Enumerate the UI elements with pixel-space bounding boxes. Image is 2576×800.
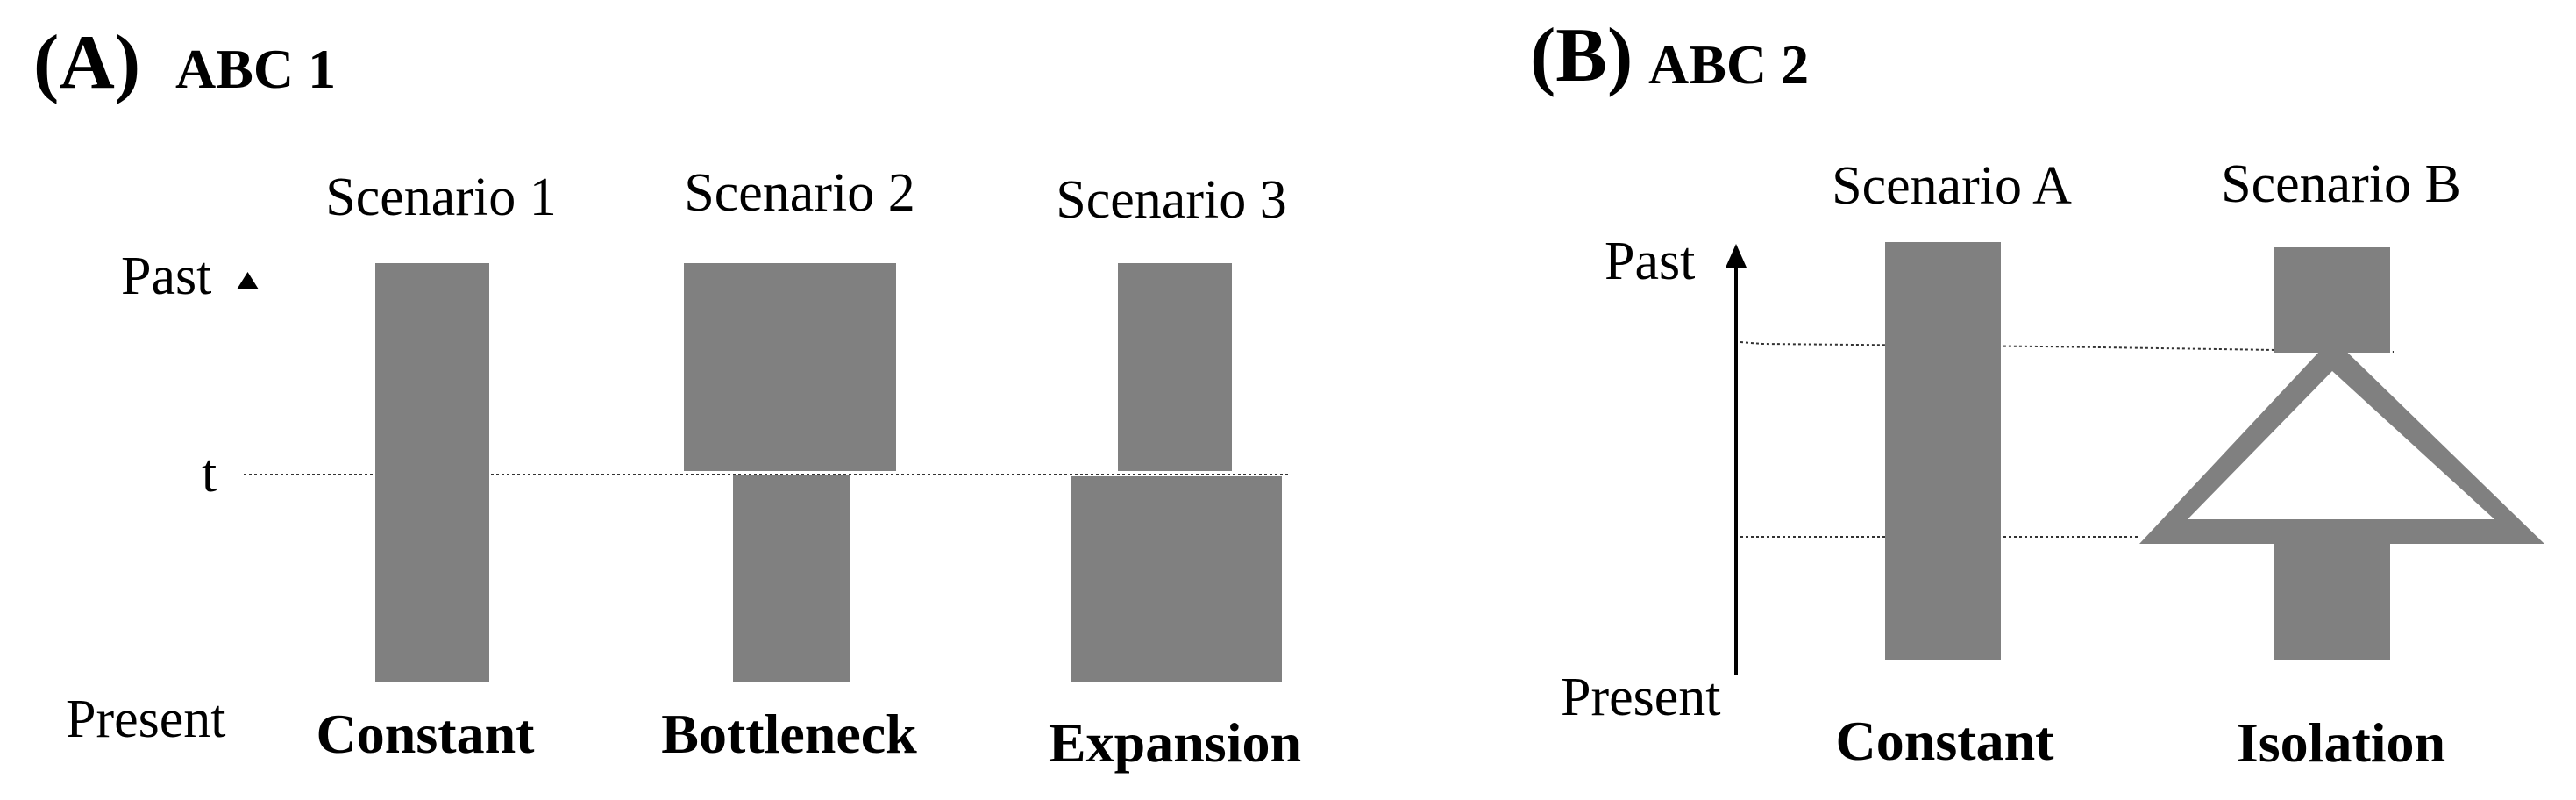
scenario-b-isolated-subpopulations [2139, 338, 2544, 544]
scenario-1-population [375, 263, 489, 682]
scenario-a-population [1885, 242, 2001, 660]
scenario-3-label: Scenario 3 [1056, 170, 1286, 230]
scenario-b-model: Isolation [2237, 711, 2445, 774]
scenario-2-ancestral-population [684, 263, 896, 471]
past-arrow-a [237, 272, 259, 289]
present-label-a: Present [66, 689, 226, 749]
panel-b: (B) ABC 2 Scenario A Scenario B Past Pre… [1530, 13, 2544, 774]
panel-a-title: ABC 1 [175, 38, 336, 100]
scenario-b-label: Scenario B [2221, 154, 2461, 214]
scenario-b-ancestral-population [2274, 247, 2390, 353]
scenario-2-model: Bottleneck [661, 703, 917, 765]
scenario-3-model: Expansion [1049, 711, 1301, 774]
past-arrow-b [1726, 244, 1747, 268]
panel-a-letter: (A) [33, 20, 140, 105]
scenario-a-model: Constant [1836, 710, 2055, 772]
scenario-a-label: Scenario A [1832, 156, 2072, 216]
panel-b-title: ABC 2 [1648, 33, 1809, 96]
panel-b-letter: (B) [1530, 13, 1633, 98]
past-label-a: Past [121, 246, 211, 306]
past-label-b: Past [1605, 232, 1695, 291]
scenario-2-bottleneck-population [733, 475, 850, 682]
present-label-b: Present [1561, 668, 1721, 727]
scenario-2-label: Scenario 2 [684, 163, 914, 223]
scenario-3-ancestral-population [1118, 263, 1232, 471]
panel-a: (A) ABC 1 Scenario 1 Scenario 2 Scenario… [33, 20, 1301, 774]
scenario-1-label: Scenario 1 [325, 168, 556, 227]
scenario-1-model: Constant [317, 703, 536, 765]
event-line-upper [1740, 341, 2395, 353]
scenario-3-expanded-population [1071, 476, 1282, 682]
t-label: t [202, 444, 217, 504]
scenario-b-merged-population [2274, 544, 2390, 660]
